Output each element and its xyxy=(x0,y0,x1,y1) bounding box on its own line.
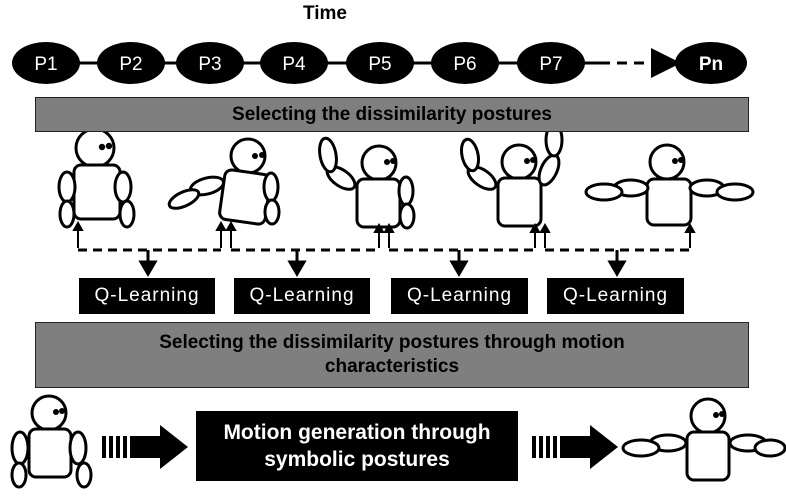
q-learning-box-2: Q-Learning xyxy=(234,278,370,314)
selecting-dissimilarity-band: Selecting the dissimilarity postures xyxy=(35,97,749,132)
motion-generation-line2: symbolic postures xyxy=(264,448,450,471)
timeline-node-p3: P3 xyxy=(176,42,244,84)
q-learning-box-4: Q-Learning xyxy=(547,278,684,314)
motion-characteristics-line2: characteristics xyxy=(324,356,460,377)
svg-text:P2: P2 xyxy=(119,54,142,75)
timeline-node-pn: Pn xyxy=(675,42,747,84)
svg-text:P3: P3 xyxy=(198,54,221,75)
q-learning-box-1: Q-Learning xyxy=(79,278,215,314)
timeline-node-p2: P2 xyxy=(97,42,165,84)
svg-text:P7: P7 xyxy=(539,54,562,75)
time-label: Time xyxy=(302,3,347,24)
svg-text:Pn: Pn xyxy=(699,54,723,75)
block-arrow-right xyxy=(532,425,618,469)
robot-start-posture xyxy=(10,394,93,489)
robot-posture-arm-raised xyxy=(318,136,416,230)
block-arrow-left xyxy=(102,425,188,469)
robot-end-posture xyxy=(621,397,786,482)
timeline-node-p1: P1 xyxy=(12,42,80,84)
svg-text:P4: P4 xyxy=(282,54,306,75)
motion-characteristics-band: Selecting the dissimilarity postures thr… xyxy=(35,322,749,388)
timeline-node-p4: P4 xyxy=(260,42,328,84)
q-learning-box-3: Q-Learning xyxy=(391,278,528,314)
svg-text:P6: P6 xyxy=(453,54,476,75)
posture-up-arrows xyxy=(72,220,696,248)
timeline-node-p6: P6 xyxy=(431,42,499,84)
motion-generation-box: Motion generation through symbolic postu… xyxy=(196,411,518,481)
robot-posture-arm-out xyxy=(167,137,281,226)
q-learning-down-arrows xyxy=(138,250,627,277)
robot-posture-arms-spread xyxy=(584,143,755,227)
svg-text:P5: P5 xyxy=(368,54,391,75)
timeline-node-p7: P7 xyxy=(517,42,585,84)
robot-posture-arms-raised xyxy=(459,122,564,228)
motion-generation-line1: Motion generation through xyxy=(223,421,491,444)
robot-posture-arms-down xyxy=(57,127,136,229)
svg-text:P1: P1 xyxy=(34,54,57,75)
motion-characteristics-line1: Selecting the dissimilarity postures thr… xyxy=(159,332,625,353)
timeline-node-p5: P5 xyxy=(346,42,414,84)
